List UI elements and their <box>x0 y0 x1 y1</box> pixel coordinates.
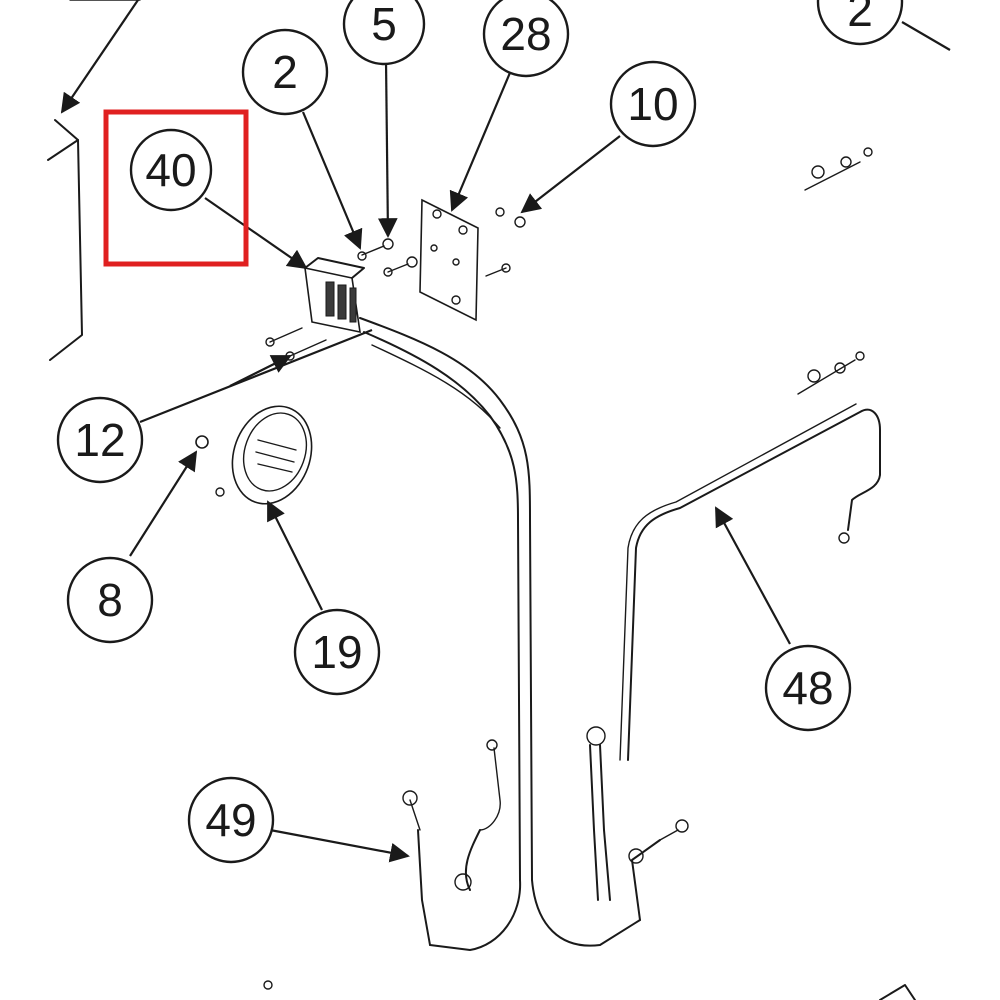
callout-label: 48 <box>782 662 833 714</box>
highlight-box <box>103 109 249 267</box>
frame-fragment <box>47 0 141 361</box>
callout-label: 40 <box>145 144 196 196</box>
main-harness <box>359 317 689 951</box>
callout-2[interactable]: 2 <box>241 28 329 116</box>
callout-label: 2 <box>847 0 873 36</box>
mounting-plate <box>419 198 479 322</box>
connector-block <box>304 257 365 334</box>
callout-label: 8 <box>97 574 123 626</box>
callout-10[interactable]: 10 <box>609 60 697 148</box>
callout-19[interactable]: 19 <box>293 608 381 696</box>
hardware-screws <box>265 207 526 361</box>
callout-40[interactable]: 40 <box>129 128 213 212</box>
callout-label: 28 <box>500 8 551 60</box>
wire-48 <box>619 403 881 761</box>
right-hardware <box>263 147 916 1000</box>
callout-label: 49 <box>205 794 256 846</box>
horn <box>195 405 313 505</box>
callout-label: 10 <box>627 78 678 130</box>
callout-28[interactable]: 28 <box>482 0 570 78</box>
callout-label: 12 <box>74 414 125 466</box>
callout-label: 2 <box>272 46 298 98</box>
callout-2-top-right[interactable]: 2 <box>816 0 904 46</box>
leader-lines <box>60 0 951 863</box>
callout-8[interactable]: 8 <box>66 556 154 644</box>
callout-5[interactable]: 5 <box>342 0 426 66</box>
callout-49[interactable]: 49 <box>187 776 275 864</box>
callout-label: 5 <box>371 0 397 50</box>
callout-12[interactable]: 12 <box>56 396 144 484</box>
callout-48[interactable]: 48 <box>764 644 852 732</box>
callout-label: 19 <box>311 626 362 678</box>
